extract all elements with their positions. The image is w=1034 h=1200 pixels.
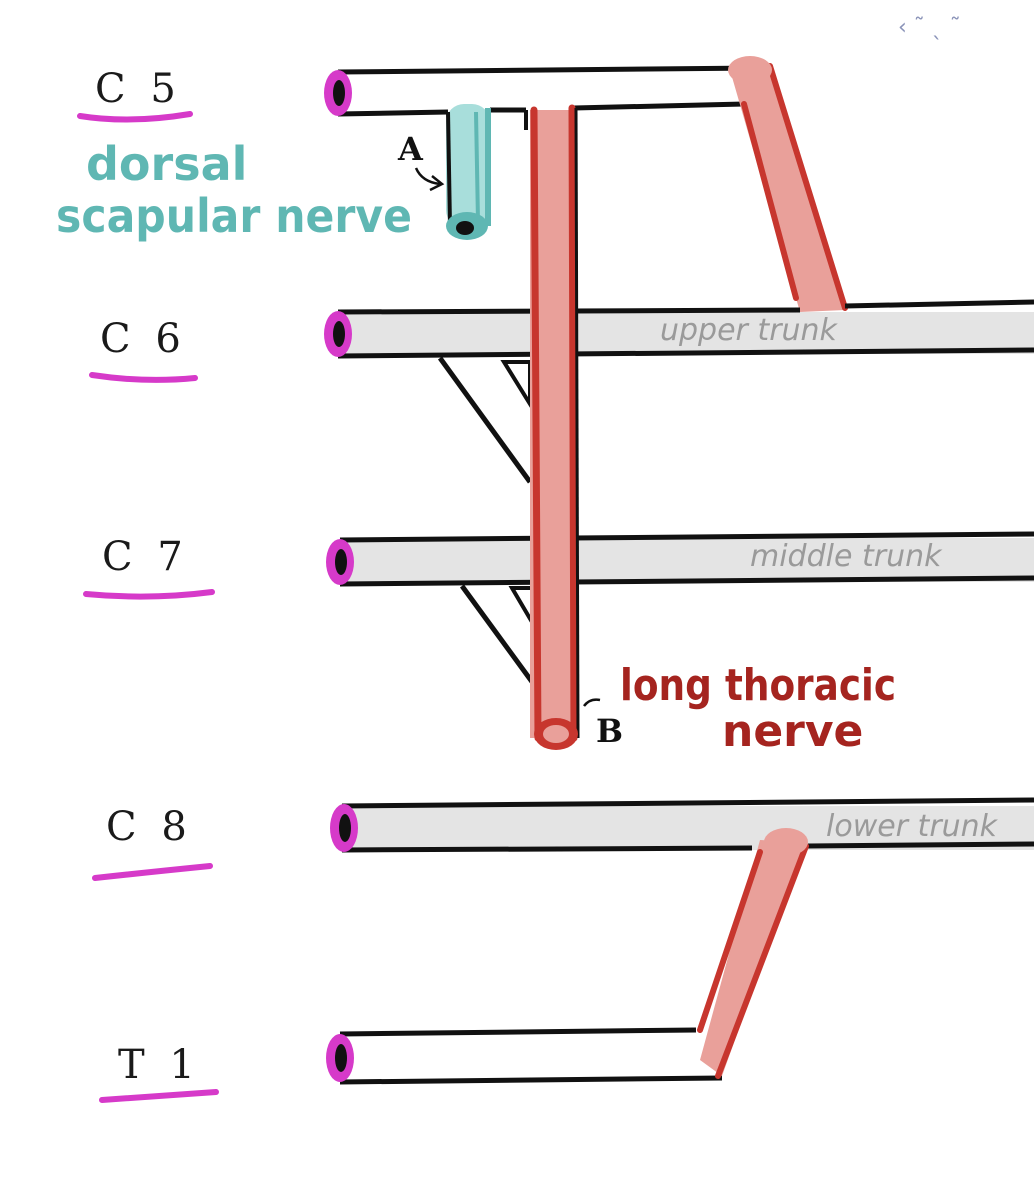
dorsal-scapular-fill — [446, 104, 490, 228]
label-b: B — [583, 698, 623, 750]
label-b-text: B — [596, 712, 623, 750]
c5-upper-edge — [337, 65, 761, 75]
c5-underline — [77, 111, 193, 123]
c5-lower-edge-a — [337, 109, 449, 117]
c8-cap — [330, 804, 358, 852]
dorsal-scapular-label-line1: dorsal — [86, 137, 247, 191]
t1-branch-edge-left — [697, 849, 763, 1033]
t1-branch-cap — [764, 828, 808, 856]
root-label-t1-text: T 1 — [118, 1042, 201, 1088]
c5-branch-edge-left — [741, 101, 799, 301]
t1-cap — [326, 1034, 354, 1082]
root-label-c7: C 7 — [83, 534, 215, 600]
c5-cap — [324, 70, 352, 116]
c5-root — [337, 65, 761, 130]
dorsal-scapular-inner-line — [474, 111, 480, 223]
t1-underline — [99, 1089, 219, 1103]
c7-branch-line-1 — [459, 584, 541, 692]
label-b-arrow — [583, 698, 601, 707]
long-thoracic-end-inner — [543, 725, 569, 743]
upper-trunk-top-b — [844, 299, 1034, 309]
c6-underline — [89, 372, 198, 383]
c8-underline — [92, 863, 213, 881]
c6-long-thoracic-branch — [437, 356, 533, 484]
c5-branch-cap — [728, 56, 772, 84]
middle-trunk-shade — [340, 538, 1034, 582]
lower-trunk: lower trunk — [341, 797, 1034, 853]
c7-long-thoracic-branch — [459, 584, 541, 692]
upper-trunk-label: upper trunk — [660, 313, 839, 348]
root-label-c6: C 6 — [89, 316, 198, 383]
root-label-c5: C 5 — [77, 66, 193, 123]
long-thoracic-label-line1: long thoracic — [620, 660, 896, 711]
long-thoracic-outline — [574, 107, 580, 739]
dorsal-scapular-label-line2: scapular nerve — [56, 189, 412, 243]
c5-branch-fill — [730, 66, 845, 312]
label-a-arrowhead — [429, 175, 445, 192]
label-a-arrow — [414, 167, 441, 186]
c7-cap — [326, 539, 354, 585]
c5-to-upper-trunk — [728, 56, 848, 312]
middle-trunk: middle trunk — [339, 531, 1034, 587]
dorsal-scapular-annotation: dorsal scapular nerve — [56, 137, 412, 243]
t1-to-lower-trunk — [697, 828, 809, 1079]
c7-branch-line-2 — [508, 586, 534, 630]
lower-trunk-bottom-a — [341, 845, 753, 853]
label-a: A — [397, 130, 445, 192]
root-label-c7-text: C 7 — [102, 534, 189, 580]
upper-trunk: upper trunk — [337, 299, 1034, 359]
c5-branch-edge-right — [767, 63, 848, 311]
t1-branch-fill — [700, 840, 806, 1076]
lower-trunk-bottom-b — [807, 841, 1034, 849]
dorsal-scapular-nerve — [446, 104, 491, 240]
c6-branch-line-2 — [500, 360, 532, 412]
root-label-c8-text: C 8 — [106, 804, 193, 850]
corner-marks: ‹ ˜ ˎ ˜ — [898, 15, 961, 40]
middle-trunk-top — [339, 531, 1034, 543]
t1-root — [339, 1027, 723, 1085]
lower-trunk-label: lower trunk — [826, 809, 999, 844]
lower-trunk-top — [341, 797, 1034, 809]
root-label-c8: C 8 — [92, 804, 213, 881]
long-thoracic-label-line2: nerve — [722, 706, 863, 757]
root-label-c6-text: C 6 — [100, 316, 187, 362]
c6-cap — [324, 311, 352, 357]
middle-trunk-bottom — [339, 575, 1034, 587]
long-thoracic-annotation: long thoracic nerve — [620, 660, 896, 757]
long-thoracic-nerve — [530, 104, 580, 750]
root-caps — [324, 70, 358, 1082]
t1-upper-edge — [339, 1027, 697, 1037]
long-thoracic-right-edge — [568, 104, 578, 742]
c5-lower-edge-c — [573, 101, 745, 111]
middle-trunk-label: middle trunk — [750, 539, 943, 574]
root-label-c5-text: C 5 — [95, 66, 182, 112]
upper-trunk-bottom — [337, 347, 1034, 359]
root-label-t1: T 1 — [99, 1042, 219, 1103]
long-thoracic-left-edge — [530, 106, 542, 742]
label-a-text: A — [397, 130, 424, 168]
dorsal-scapular-left-edge — [446, 111, 452, 227]
dorsal-scapular-end-inner — [456, 221, 474, 235]
t1-lower-edge — [339, 1075, 723, 1085]
c7-underline — [83, 589, 215, 600]
upper-trunk-shade — [338, 312, 1034, 354]
t1-branch-edge-right — [715, 843, 809, 1079]
c6-branch-line-1 — [437, 356, 533, 484]
